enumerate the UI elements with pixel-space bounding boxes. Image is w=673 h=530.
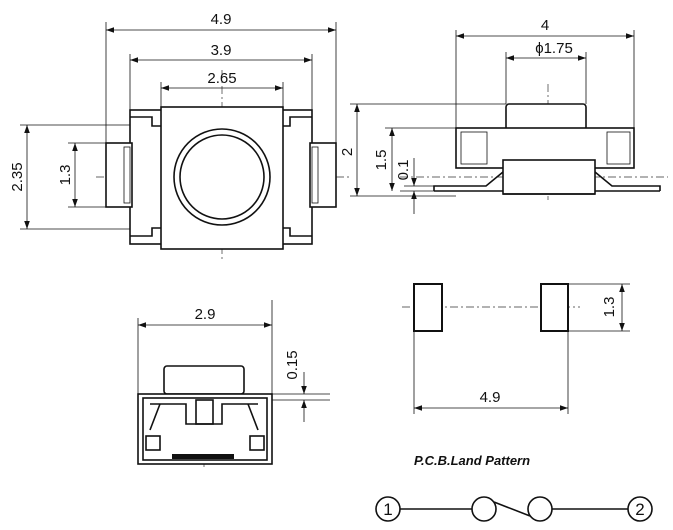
top-view-plunger: [173, 128, 271, 226]
top-view-pad-span-label: 3.9: [211, 42, 232, 59]
top-view-right-terminal: [309, 142, 337, 208]
end-view-body: [137, 393, 273, 465]
end-view-offset-label: 0.15: [284, 350, 301, 379]
side-view-total-height-label: 2: [339, 148, 356, 156]
schematic-contact-left: [471, 496, 497, 522]
side-view-plunger: [505, 103, 587, 131]
schematic-pin-2-label: 2: [635, 500, 644, 519]
top-view-overall-height-label: 2.35: [9, 162, 26, 191]
side-view-body-width-label: 4: [541, 17, 549, 34]
top-view-pad-width-label: 1.3: [57, 165, 74, 186]
end-view-width-label: 2.9: [195, 306, 216, 323]
land-pattern-pad-height-label: 1.3: [601, 297, 618, 318]
side-view-body-height-label: 1.5: [373, 150, 390, 171]
land-pattern-left-pad: [413, 283, 443, 332]
side-view-standoff-label: 0.1: [395, 160, 412, 181]
land-pattern-right-pad: [540, 283, 569, 332]
land-pattern-caption: P.C.B.Land Pattern: [414, 453, 530, 468]
end-view-plunger: [163, 365, 245, 395]
top-view-overall-width-label: 4.9: [211, 11, 232, 28]
side-view: 4 ϕ1.75 2 1.5 0.1: [339, 17, 668, 214]
land-pattern-spacing-label: 4.9: [480, 389, 501, 406]
schematic-contact-right: [527, 496, 553, 522]
land-pattern: 1.3 4.9 P.C.B.Land Pattern: [402, 283, 630, 468]
schematic-pin-1-label: 1: [383, 500, 392, 519]
schematic-switch-blade: [493, 501, 531, 517]
switch-schematic: 1 2: [375, 496, 653, 522]
top-view-left-terminal: [105, 142, 133, 208]
top-view: 4.9 3.9 2.65 2.35 1.3: [9, 11, 352, 262]
end-view: 2.9 0.15: [137, 300, 330, 470]
side-view-plunger-diameter-label: ϕ1.75: [535, 40, 573, 57]
schematic-pin-2-circle: [627, 496, 653, 522]
top-view-body-width-label: 2.65: [207, 70, 236, 87]
